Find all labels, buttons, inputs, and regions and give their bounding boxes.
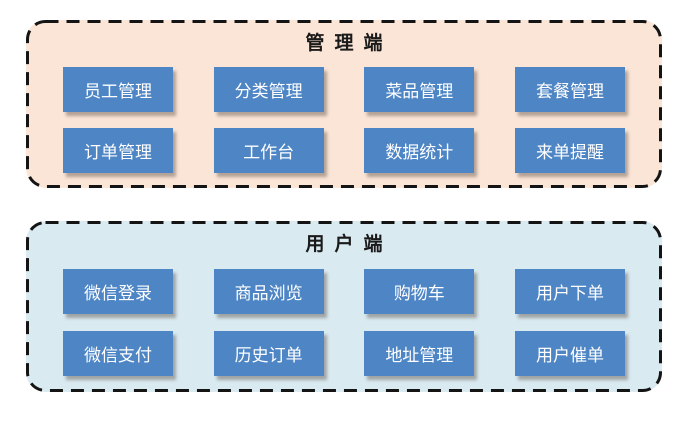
node-category-management: 分类管理 <box>213 67 324 112</box>
node-wechat-payment: 微信支付 <box>63 331 173 376</box>
user-row-1: 微信登录 商品浏览 购物车 用户下单 <box>29 269 659 314</box>
admin-panel-title: 管理端 <box>305 33 393 54</box>
node-shopping-cart: 购物车 <box>364 269 475 314</box>
node-user-place-order: 用户下单 <box>514 269 625 314</box>
user-panel-title: 用户端 <box>305 234 393 255</box>
user-row-2: 微信支付 历史订单 地址管理 用户催单 <box>29 331 659 376</box>
node-wechat-login: 微信登录 <box>63 269 173 314</box>
node-order-management: 订单管理 <box>63 128 173 173</box>
admin-row-2: 订单管理 工作台 数据统计 来单提醒 <box>29 128 659 173</box>
user-panel: 用户端 微信登录 商品浏览 购物车 用户下单 微信支付 历史订单 地址管理 用户… <box>26 221 662 392</box>
node-product-browsing: 商品浏览 <box>213 269 324 314</box>
node-address-management: 地址管理 <box>364 331 475 376</box>
node-history-orders: 历史订单 <box>213 331 324 376</box>
node-dish-management: 菜品管理 <box>364 67 475 112</box>
node-employee-management: 员工管理 <box>63 67 173 112</box>
node-incoming-order-reminder: 来单提醒 <box>514 128 625 173</box>
admin-panel: 管理端 员工管理 分类管理 菜品管理 套餐管理 订单管理 工作台 数据统计 来单… <box>26 20 662 188</box>
node-data-statistics: 数据统计 <box>364 128 475 173</box>
node-user-urge-order: 用户催单 <box>514 331 625 376</box>
node-setmeal-management: 套餐管理 <box>514 67 625 112</box>
node-workbench: 工作台 <box>213 128 324 173</box>
admin-row-1: 员工管理 分类管理 菜品管理 套餐管理 <box>29 67 659 112</box>
